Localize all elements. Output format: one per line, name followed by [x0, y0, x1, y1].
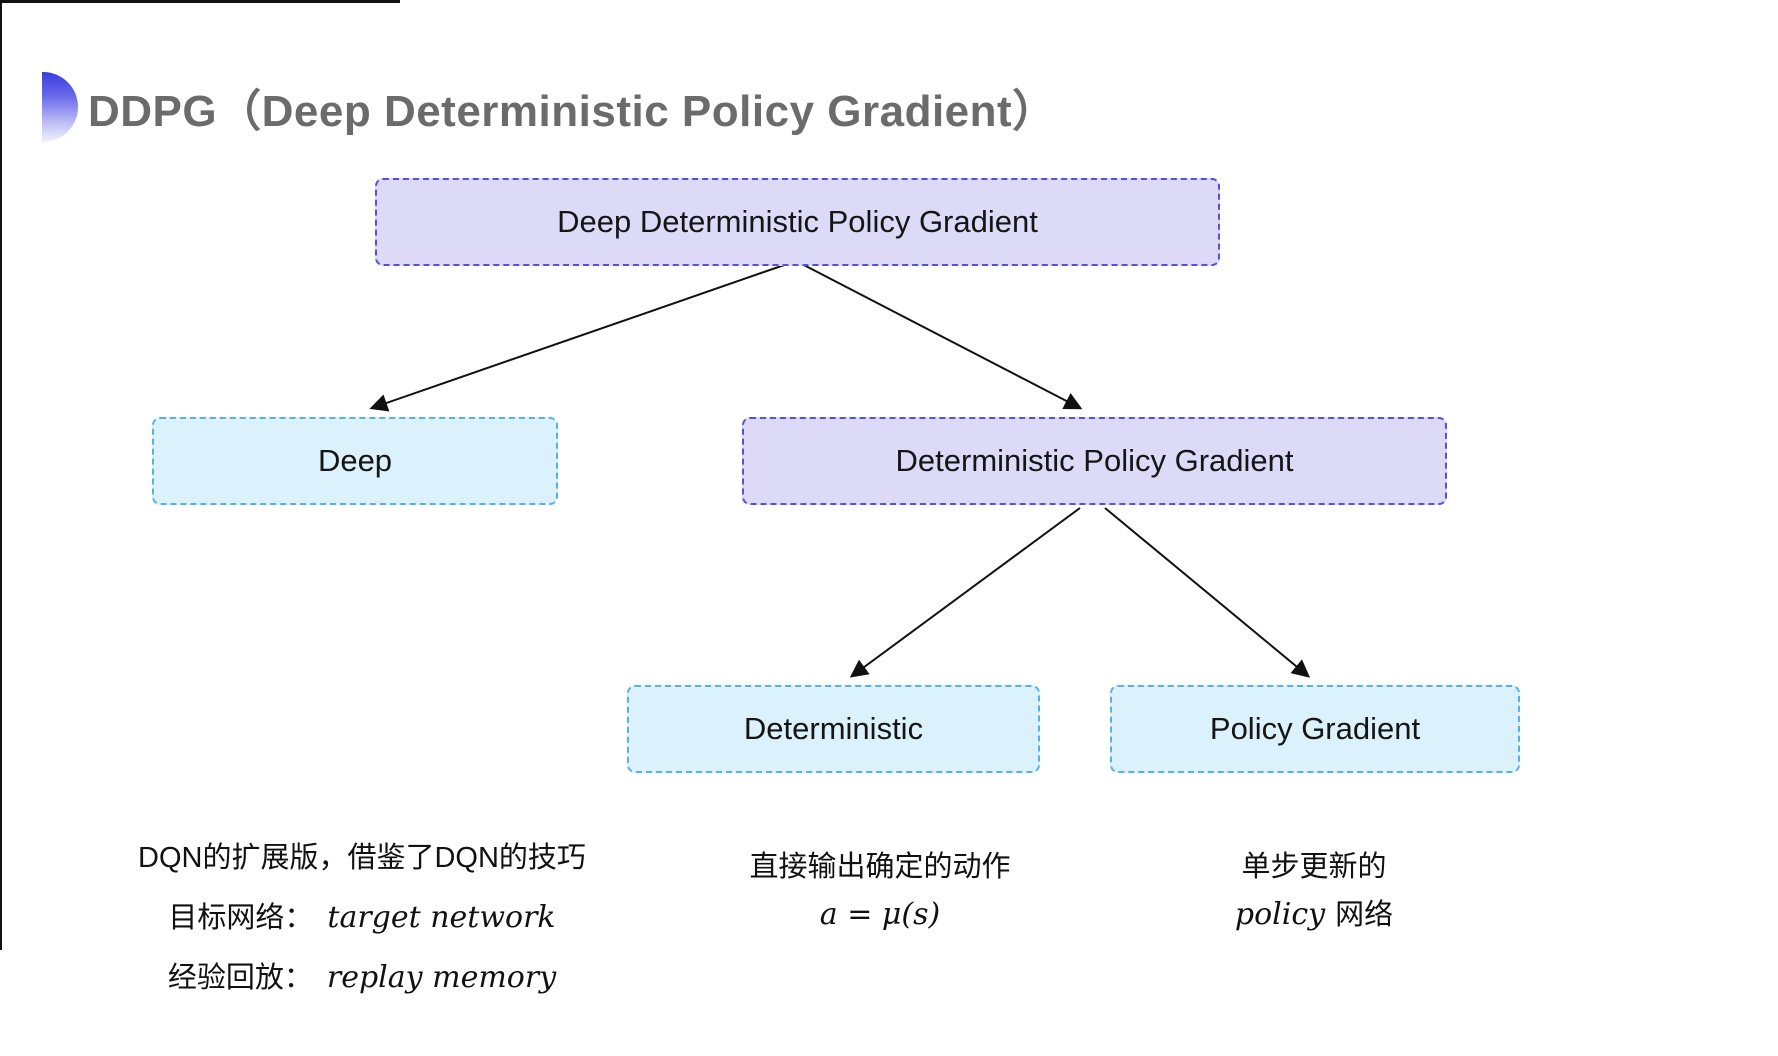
note-policy-gradient-line2: policy 网络: [1114, 891, 1514, 939]
title-row: DDPG（Deep Deterministic Policy Gradient）: [42, 72, 1057, 142]
frame-left-edge: [0, 0, 2, 950]
note-policy-gradient: 单步更新的 policy 网络: [1114, 843, 1514, 939]
node-deep-label: Deep: [317, 443, 393, 478]
note-deep-line2: 目标网络： target network: [82, 888, 642, 948]
half-circle-bullet-icon: [42, 72, 78, 142]
node-root: Deep Deterministic Policy Gradient: [375, 178, 1220, 266]
node-dpg-label: Deterministic Policy Gradient: [895, 443, 1294, 478]
policy-network-label: 网络: [1335, 899, 1394, 931]
note-policy-gradient-line1: 单步更新的: [1241, 851, 1387, 883]
node-policy-gradient-label: Policy Gradient: [1209, 711, 1421, 746]
node-policy-gradient: Policy Gradient: [1110, 685, 1520, 773]
note-deterministic-formula: a = μ(s): [819, 897, 941, 932]
replay-memory-term: replay memory: [326, 960, 557, 995]
note-deterministic: 直接输出确定的动作 a = μ(s): [680, 843, 1080, 939]
frame-top-edge: [0, 0, 400, 3]
target-network-label: 目标网络：: [168, 902, 314, 934]
node-deep: Deep: [152, 417, 558, 505]
note-deterministic-line1: 直接输出确定的动作: [749, 851, 1011, 883]
note-deep-line3: 经验回放： replay memory: [82, 948, 642, 1008]
target-network-term: target network: [327, 900, 556, 935]
node-deterministic-policy-gradient: Deterministic Policy Gradient: [742, 417, 1447, 505]
page-title: DDPG（Deep Deterministic Policy Gradient）: [88, 87, 1057, 136]
node-deterministic: Deterministic: [627, 685, 1040, 773]
note-deep: DQN的扩展版，借鉴了DQN的技巧 目标网络： target network 经验…: [82, 828, 642, 1008]
node-deterministic-label: Deterministic: [743, 711, 924, 746]
replay-memory-label: 经验回放：: [167, 962, 313, 994]
note-deep-line1: DQN的扩展版，借鉴了DQN的技巧: [138, 842, 586, 874]
node-root-label: Deep Deterministic Policy Gradient: [557, 204, 1038, 239]
policy-term: policy: [1234, 897, 1326, 932]
